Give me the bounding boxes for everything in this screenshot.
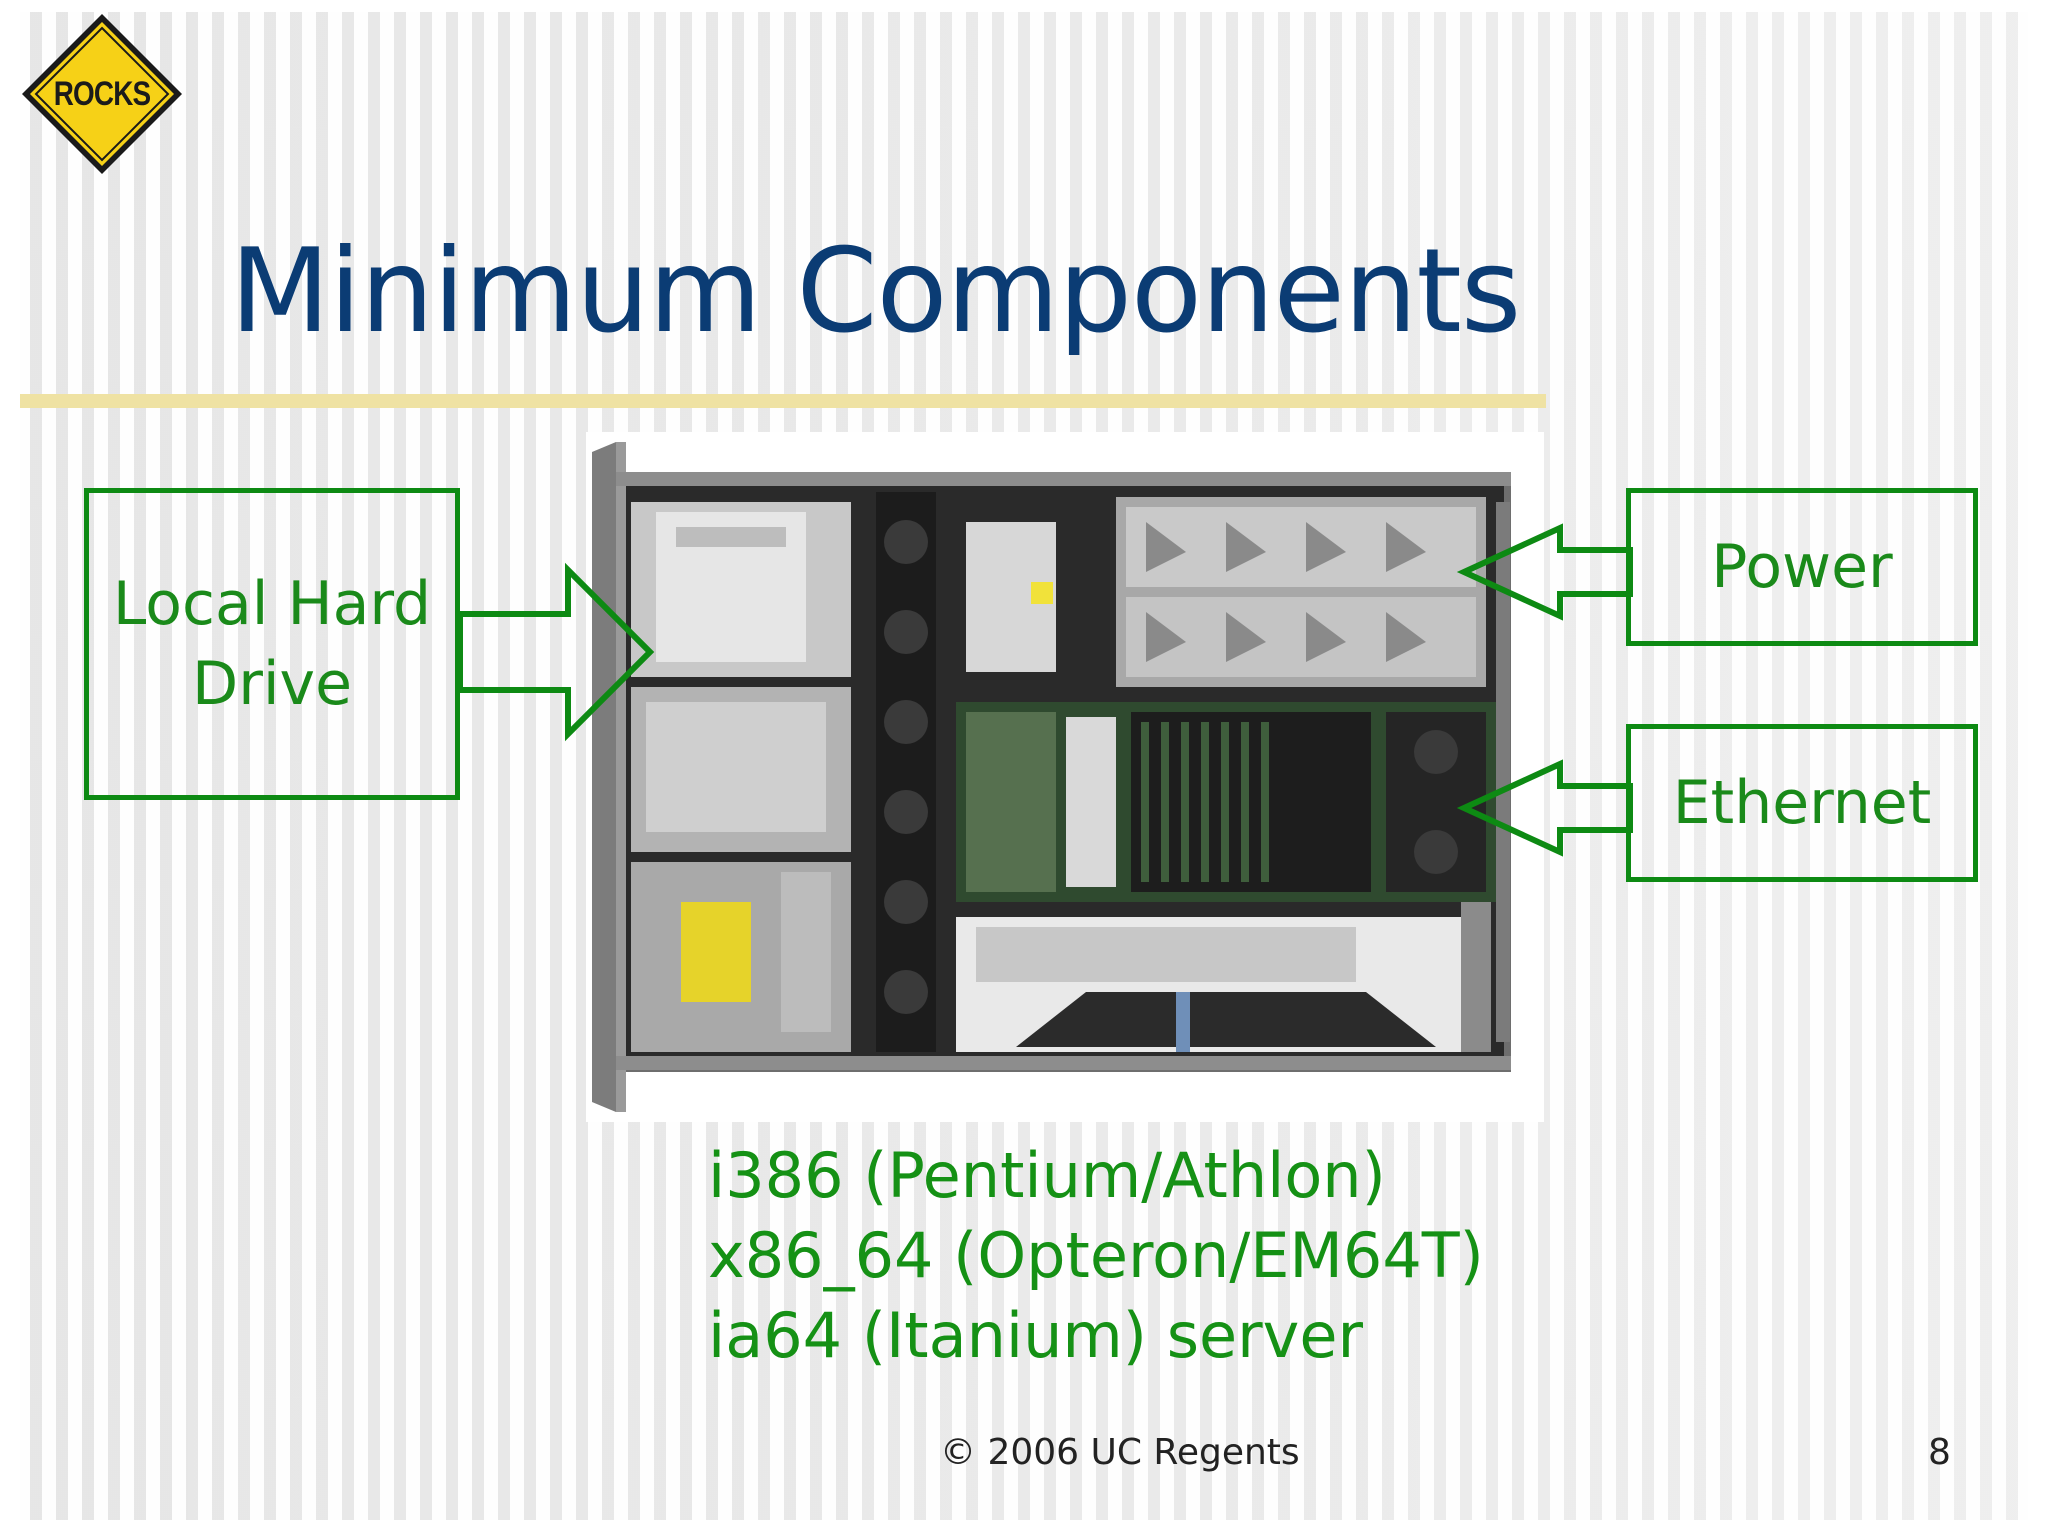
footer-copyright: © 2006 UC Regents: [940, 1432, 1300, 1473]
local-hard-drive-label: Local Hard Drive: [112, 569, 432, 719]
hard-drive-arrow-icon: [457, 562, 655, 742]
page-number: 8: [1928, 1432, 1951, 1473]
title-divider: [20, 394, 1546, 408]
ethernet-arrow-icon: [1456, 759, 1633, 857]
rocks-logo: ROCKS: [20, 12, 184, 176]
local-hard-drive-callout: Local Hard Drive: [84, 488, 460, 800]
cpu-list-item: ia64 (Itanium) server: [708, 1299, 1363, 1372]
slide: ROCKS Minimum Components: [20, 12, 2028, 1520]
server-chassis-image: [586, 432, 1544, 1122]
power-callout: Power: [1626, 488, 1978, 646]
cpu-list-item: i386 (Pentium/Athlon): [708, 1139, 1386, 1212]
cpu-list-item: x86_64 (Opteron/EM64T): [708, 1219, 1484, 1292]
rocks-diamond-sign-icon: [22, 14, 182, 174]
ethernet-callout: Ethernet: [1626, 724, 1978, 882]
ethernet-label: Ethernet: [1672, 768, 1932, 838]
power-label: Power: [1711, 532, 1893, 602]
slide-title: Minimum Components: [230, 224, 1521, 359]
power-arrow-icon: [1456, 523, 1633, 621]
logo-text: ROCKS: [53, 74, 151, 113]
cpu-architecture-list: i386 (Pentium/Athlon) x86_64 (Opteron/EM…: [708, 1136, 1484, 1376]
